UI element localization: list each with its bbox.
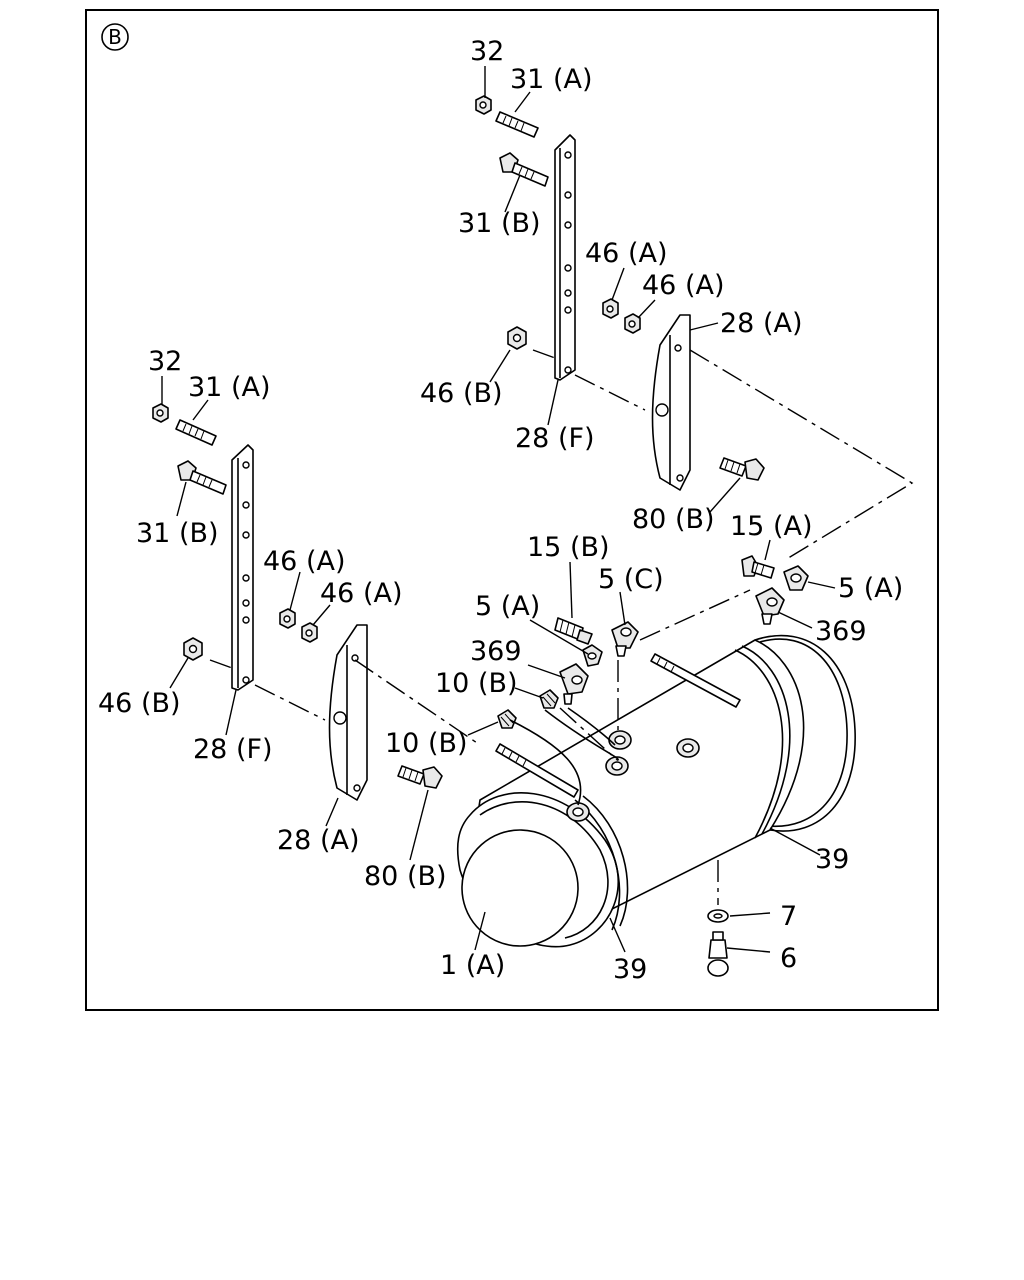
stud-31a-top xyxy=(495,111,539,138)
bolt-31b-top xyxy=(499,152,549,187)
label-31b-top: 31 (B) xyxy=(458,208,541,239)
drain-washer xyxy=(707,909,729,923)
part-labels: 32 31 (A) 31 (B) 46 (A) 46 (A) 28 (A) 46… xyxy=(98,36,903,985)
elbow-369-right xyxy=(755,587,785,625)
drain-valve xyxy=(707,931,729,977)
elbow-5a-mid xyxy=(582,644,603,667)
stud-31a-left xyxy=(175,419,217,446)
label-5a-mid: 5 (A) xyxy=(475,591,540,622)
view-badge: B xyxy=(101,23,129,51)
label-369-right: 369 xyxy=(815,616,867,647)
nut-32-top xyxy=(475,95,492,115)
label-10b-a: 10 (B) xyxy=(435,668,518,699)
label-28f-top: 28 (F) xyxy=(515,423,595,454)
label-32-left: 32 xyxy=(148,346,182,377)
label-28a-left: 28 (A) xyxy=(277,825,359,856)
label-7: 7 xyxy=(780,901,797,932)
nut-46a-left2 xyxy=(301,622,318,643)
label-46a-top-1: 46 (A) xyxy=(585,238,667,269)
nut-46b-top xyxy=(507,326,527,350)
label-15b: 15 (B) xyxy=(527,532,610,563)
nut-32-left xyxy=(152,403,169,423)
nut-46a-left1 xyxy=(279,608,296,629)
clamp-28a-top xyxy=(651,314,691,491)
label-46b-left: 46 (B) xyxy=(98,688,181,719)
label-15a: 15 (A) xyxy=(730,511,812,542)
nut-46a-top1 xyxy=(602,298,619,319)
label-28f-left: 28 (F) xyxy=(193,734,273,765)
label-5c: 5 (C) xyxy=(598,564,664,595)
label-369-mid: 369 xyxy=(470,636,522,667)
label-31b-left: 31 (B) xyxy=(136,518,219,549)
pipe-left xyxy=(495,743,579,798)
clamp-28a-left xyxy=(328,624,368,801)
nipple-10b-a xyxy=(539,689,559,709)
diagram-frame xyxy=(85,9,939,1011)
nipple-10b-b xyxy=(497,709,517,729)
bolt-31b-left xyxy=(177,460,227,495)
label-46a-left-2: 46 (A) xyxy=(320,578,402,609)
label-31a-left: 31 (A) xyxy=(188,372,270,403)
elbow-5c xyxy=(611,621,639,657)
bracket-28f-top xyxy=(554,134,576,381)
label-80b-left: 80 (B) xyxy=(364,861,447,892)
label-46a-left-1: 46 (A) xyxy=(263,546,345,577)
view-badge-letter: B xyxy=(108,25,122,49)
label-6: 6 xyxy=(780,943,797,974)
elbow-369-mid xyxy=(559,663,589,705)
label-31a-top: 31 (A) xyxy=(510,64,592,95)
nut-46a-top2 xyxy=(624,313,641,334)
label-10b-b: 10 (B) xyxy=(385,728,468,759)
fitting-15b xyxy=(554,617,593,645)
bracket-28f-left xyxy=(231,444,254,691)
bolt-80b-left xyxy=(397,765,443,789)
leader-lines xyxy=(161,66,836,953)
elbow-5a-right xyxy=(783,565,809,591)
fitting-15a xyxy=(741,555,775,579)
label-46b-top: 46 (B) xyxy=(420,378,503,409)
label-5a-right: 5 (A) xyxy=(838,573,903,604)
label-28a-top: 28 (A) xyxy=(720,308,802,339)
label-32-top: 32 xyxy=(470,36,504,67)
label-80b-top: 80 (B) xyxy=(632,504,715,535)
air-tank xyxy=(456,634,856,948)
label-46a-top-2: 46 (A) xyxy=(642,270,724,301)
bolt-80b-top xyxy=(719,457,765,481)
label-39-bottom: 39 xyxy=(613,954,647,985)
label-39-right: 39 xyxy=(815,844,849,875)
nut-46b-left xyxy=(183,637,203,661)
label-1a: 1 (A) xyxy=(440,950,505,981)
